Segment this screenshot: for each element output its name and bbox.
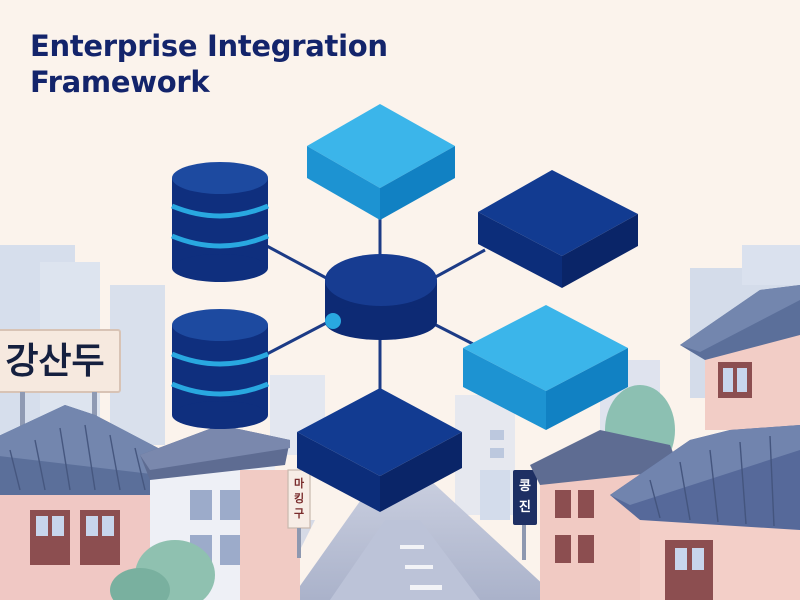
connector-right-top-module — [429, 248, 486, 282]
integration-diagram — [171, 104, 638, 512]
connector-top-database — [264, 243, 331, 282]
right-buildings: 콩 진 — [513, 285, 800, 600]
shop-sign-left-text: 강산두 — [5, 341, 104, 382]
hub-accent-dot — [325, 313, 341, 329]
shop-sign-center: 마 킹 구 — [287, 469, 311, 558]
connector-bottom-database — [264, 318, 333, 357]
right-sign-char-2: 진 — [519, 499, 531, 515]
left-buildings: 강산두 — [0, 329, 311, 600]
center-sign-char-2: 킹 — [294, 491, 304, 505]
center-sign-char-3: 구 — [294, 507, 304, 520]
shop-sign-right: 콩 진 — [513, 470, 537, 560]
module-top — [307, 104, 455, 220]
diagram-title: Enterprise Integration Framework — [30, 28, 450, 100]
database-top-icon — [171, 162, 269, 282]
title-line-2: Framework — [30, 65, 210, 99]
center-sign-char-1: 마 — [294, 476, 305, 490]
central-hub-icon — [325, 254, 437, 340]
connector-right-bottom-module — [429, 320, 476, 347]
shop-sign-left: 강산두 — [0, 329, 121, 432]
title-line-1: Enterprise Integration — [30, 29, 388, 63]
right-sign-char-1: 콩 — [519, 479, 531, 494]
connectors — [264, 215, 486, 392]
module-right-bottom — [463, 305, 628, 430]
database-bottom-icon — [171, 309, 269, 429]
module-bottom — [297, 388, 462, 512]
module-right-top — [478, 170, 638, 288]
